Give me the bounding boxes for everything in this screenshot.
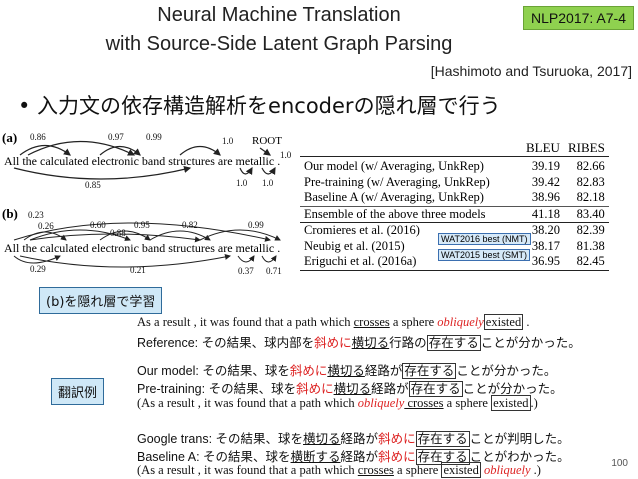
graph-b-label: (b) — [2, 206, 18, 221]
dependency-graphs: (a) ROOT All the calculated electronic b… — [2, 130, 292, 276]
google-translation: Google trans: その結果、球を横切る経路が斜めに存在することが判明し… — [137, 431, 570, 447]
wat2015-tag: WAT2015 best (SMT) — [438, 249, 531, 261]
graph-a-weights: 0.86 0.97 0.99 0.85 1.0 1.0 1.0 1.0 — [30, 132, 292, 190]
table-row: Ensemble of the above three models 41.18… — [300, 205, 609, 223]
table-header-row: BLEU RIBES — [526, 140, 605, 155]
back-translation-2: (As a result , it was found that a path … — [137, 462, 541, 478]
graph-b-weights: 0.23 0.26 0.60 0.95 0.82 0.99 0.88 0.29 … — [28, 210, 282, 276]
baseline-translation: Baseline A: その結果、球を横断する経路が斜めに存在することがわかった… — [137, 449, 570, 465]
page-number: 100 — [611, 458, 628, 469]
table-row: Neubig et al. (2015) 38.17 81.38 — [304, 238, 605, 253]
wat2016-tag: WAT2016 best (NMT) — [438, 233, 531, 245]
source-sentence-1: As a result , it was found that a path w… — [137, 314, 530, 330]
back-translation-1: (As a result , it was found that a path … — [137, 395, 538, 411]
our-model-translation: Our model: その結果、球を斜めに横切る経路が存在することが分かった。 — [137, 363, 557, 379]
table-row: Baseline A (w/ Averaging, UnkRep) 38.96 … — [304, 190, 605, 205]
reference-translation: Reference: その結果、球内部を斜めに横切る行路の存在することが分かった… — [137, 335, 581, 351]
table-row: Pre-training (w/ Averaging, UnkRep) 39.4… — [304, 174, 605, 189]
svg-text:1.0: 1.0 — [222, 136, 234, 146]
venue-badge: NLP2017: A7-4 — [523, 6, 634, 30]
examples-tag: 翻訳例 — [51, 378, 105, 405]
svg-text:0.60: 0.60 — [90, 220, 106, 230]
citation: [Hashimoto and Tsuruoka, 2017] — [430, 63, 632, 79]
svg-text:1.0: 1.0 — [236, 178, 248, 188]
graph-a-root: ROOT — [252, 135, 282, 147]
title-line-1: Neural Machine Translation — [157, 4, 401, 26]
svg-text:0.88: 0.88 — [110, 228, 126, 238]
graph-a-arcs — [13, 141, 276, 180]
table-row: Our model (w/ Averaging, UnkRep) 39.19 8… — [304, 159, 605, 174]
svg-text:0.86: 0.86 — [30, 132, 46, 142]
svg-text:0.21: 0.21 — [130, 265, 146, 275]
svg-text:0.37: 0.37 — [238, 266, 254, 276]
svg-text:0.85: 0.85 — [85, 180, 101, 190]
svg-text:0.95: 0.95 — [134, 220, 150, 230]
svg-text:0.29: 0.29 — [30, 264, 46, 274]
graph-a-sentence: All the calculated electronic band struc… — [4, 154, 280, 168]
graph-b-arcs — [13, 222, 281, 268]
title-line-2: with Source-Side Latent Graph Parsing — [105, 33, 453, 55]
svg-text:1.0: 1.0 — [262, 178, 274, 188]
graph-a-label: (a) — [2, 130, 17, 145]
graph-b-sentence: All the calculated electronic band struc… — [4, 241, 280, 255]
hidden-layer-tag: (b)を隠れ層で学習 — [39, 287, 163, 314]
svg-text:0.97: 0.97 — [108, 132, 124, 142]
svg-text:0.99: 0.99 — [248, 220, 264, 230]
svg-text:0.23: 0.23 — [28, 210, 44, 220]
pretraining-translation: Pre-training: その結果、球を斜めに横切る経路が存在することが分かっ… — [137, 381, 563, 397]
svg-text:0.71: 0.71 — [266, 266, 282, 276]
svg-text:1.0: 1.0 — [280, 150, 292, 160]
svg-text:0.82: 0.82 — [182, 220, 198, 230]
bullet-point: • 入力文の依存構造解析をencoderの隠れ層で行う — [18, 94, 501, 118]
svg-text:0.26: 0.26 — [38, 221, 54, 231]
svg-text:0.99: 0.99 — [146, 132, 162, 142]
